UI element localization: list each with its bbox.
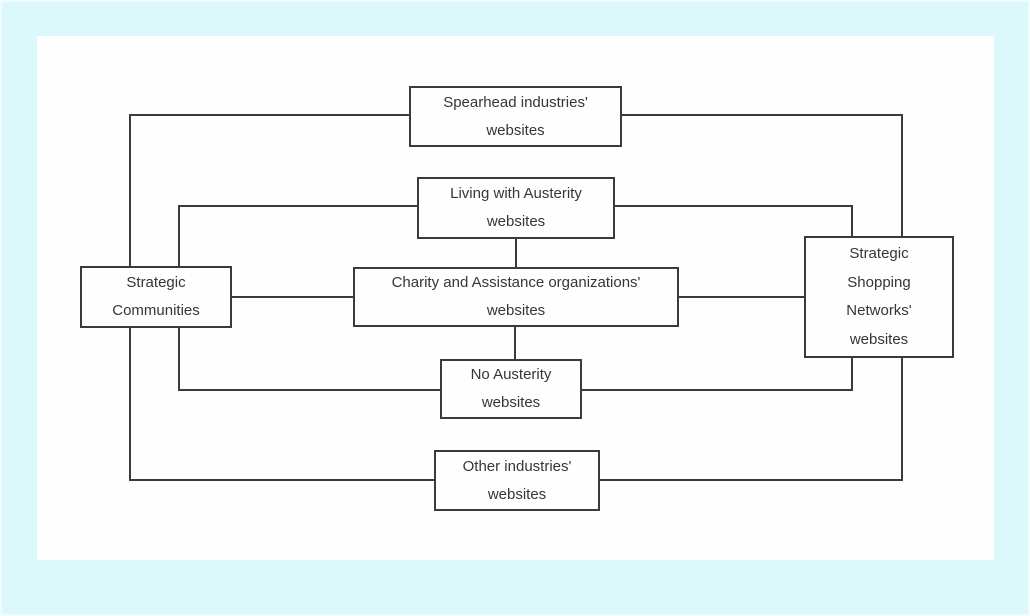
node-charity-assistance-organizations-websites: Charity and Assistance organizations' we… (353, 267, 679, 327)
node-no-austerity-websites: No Austerity websites (440, 359, 582, 419)
node-strategic-communities: Strategic Communities (80, 266, 232, 328)
node-living-with-austerity-websites: Living with Austerity websites (417, 177, 615, 239)
node-other-industries-websites: Other industries' websites (434, 450, 600, 511)
node-spearhead-industries-websites: Spearhead industries' websites (409, 86, 622, 147)
node-strategic-shopping-networks-websites: Strategic Shopping Networks' websites (804, 236, 954, 358)
